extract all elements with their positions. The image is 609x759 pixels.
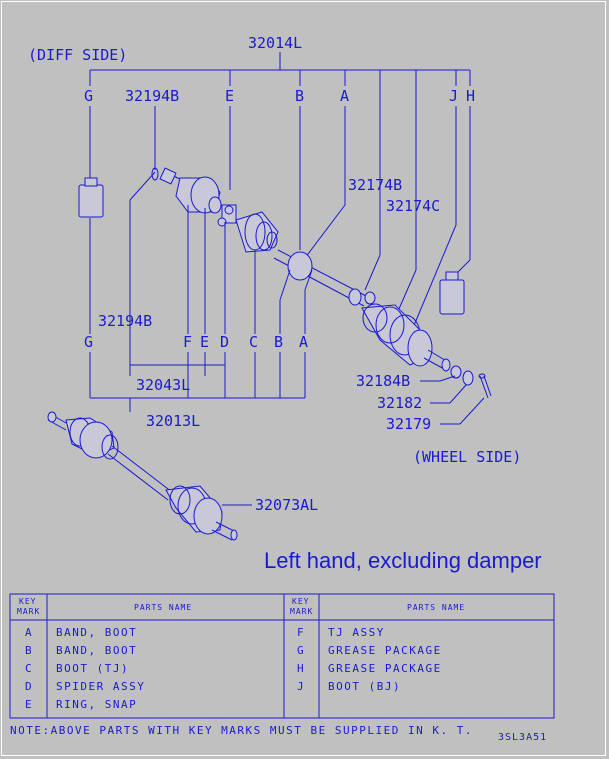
table-row-2-key-2: G: [297, 644, 305, 657]
table-row-2-key-1: B: [25, 644, 33, 657]
part-number-32182: 32182: [377, 394, 422, 412]
tj-boot: [235, 211, 279, 253]
key-mark-g-top: G: [84, 87, 93, 105]
parts-key-table: KEY MARK PARTS NAME KEY MARK PARTS NAME …: [9, 593, 555, 719]
part-number-32184B: 32184B: [356, 372, 410, 390]
header-parts-name-1: PARTS NAME: [134, 603, 192, 612]
key-mark-g-bottom: G: [84, 333, 93, 351]
key-mark-a-bottom: A: [299, 333, 308, 351]
header-key-mark-1b: MARK: [17, 607, 40, 616]
diff-side-label: (DIFF SIDE): [28, 46, 127, 64]
header-parts-name-2: PARTS NAME: [407, 603, 465, 612]
table-row-1-name-1: BAND, BOOT: [56, 626, 137, 639]
part-number-32014L: 32014L: [248, 34, 302, 52]
diagram-caption: Left hand, excluding damper: [264, 548, 542, 573]
header-key-mark-2b: MARK: [290, 607, 313, 616]
key-mark-d-bottom: D: [220, 333, 229, 351]
header-key-mark-2: KEY: [292, 597, 309, 606]
nut-32184B: [450, 365, 462, 379]
part-number-32013L: 32013L: [146, 412, 200, 430]
key-mark-f-bottom: F: [183, 333, 192, 351]
table-row-5-key-1: E: [25, 698, 33, 711]
part-number-32174B: 32174B: [348, 176, 402, 194]
spider-assy: [217, 204, 237, 227]
part-number-32179: 32179: [386, 415, 431, 433]
part-number-32194B-top: 32194B: [125, 87, 179, 105]
table-row-2-name-1: BAND, BOOT: [56, 644, 137, 657]
drawing-code: 3SL3A51: [498, 732, 547, 743]
washer-32182: [462, 370, 474, 386]
cotter-pin-32179: [478, 373, 492, 399]
table-row-1-key-2: F: [297, 626, 305, 639]
part-number-32174C: 32174C: [386, 197, 440, 215]
wheel-side-label: (WHEEL SIDE): [413, 448, 521, 466]
table-row-2-name-2: GREASE PACKAGE: [328, 644, 442, 657]
table-row-4-name-2: BOOT (BJ): [328, 680, 401, 693]
tj-assy: [159, 167, 222, 214]
drive-shaft: [273, 249, 376, 307]
table-row-4-key-1: D: [25, 680, 33, 693]
part-number-32073AL: 32073AL: [255, 496, 318, 514]
key-mark-c-bottom: C: [249, 333, 258, 351]
table-row-1-key-1: A: [25, 626, 33, 639]
table-row-3-key-2: H: [297, 662, 305, 675]
table-row-5-name-1: RING, SNAP: [56, 698, 137, 711]
table-row-1-name-2: TJ ASSY: [328, 626, 385, 639]
key-mark-a-top: A: [340, 87, 349, 105]
grease-package-h: [439, 271, 465, 315]
supply-note: NOTE:ABOVE PARTS WITH KEY MARKS MUST BE …: [10, 724, 473, 737]
bj-boot: [361, 303, 451, 372]
drive-shaft-assembly-32073AL: [47, 411, 238, 541]
table-row-3-key-1: C: [25, 662, 33, 675]
table-row-4-key-2: J: [297, 680, 305, 693]
key-mark-e-top: E: [225, 87, 234, 105]
part-number-32194B-mid: 32194B: [98, 312, 152, 330]
table-row-4-name-1: SPIDER ASSY: [56, 680, 145, 693]
snap-ring-32194B: [151, 167, 159, 181]
header-key-mark-1: KEY: [19, 597, 36, 606]
table-row-3-name-2: GREASE PACKAGE: [328, 662, 442, 675]
key-mark-j-top: J: [449, 87, 458, 105]
key-mark-b-top: B: [295, 87, 304, 105]
part-number-32043L: 32043L: [136, 376, 190, 394]
key-mark-e-bottom: E: [200, 333, 209, 351]
table-row-3-name-1: BOOT (TJ): [56, 662, 129, 675]
key-mark-h-top: H: [466, 87, 475, 105]
key-mark-b-bottom: B: [274, 333, 283, 351]
grease-package-g: [78, 177, 104, 218]
